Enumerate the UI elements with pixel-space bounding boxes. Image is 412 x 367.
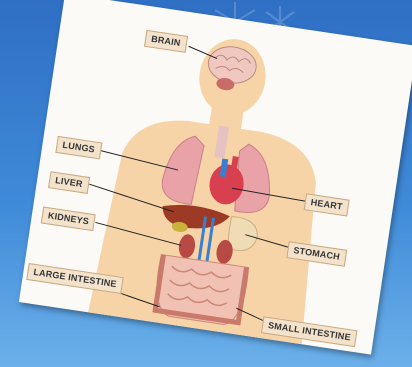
- anatomy-card: BRAIN LUNGS LIVER KIDNEYS LARGE INTESTIN…: [19, 0, 412, 355]
